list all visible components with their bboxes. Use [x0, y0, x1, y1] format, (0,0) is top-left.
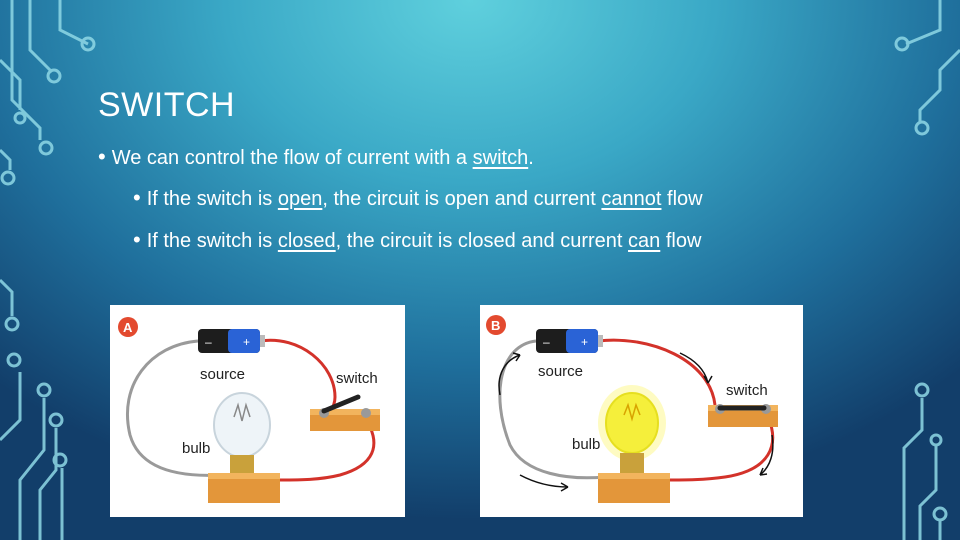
switch-link[interactable]: switch [472, 147, 529, 169]
bullet-3-end: flow [660, 230, 702, 252]
bullet-dot: • [133, 185, 141, 210]
bullet-2-end: flow [661, 188, 703, 210]
label-source: source [538, 363, 583, 380]
open-switch-icon [310, 394, 380, 431]
badge-a [118, 317, 138, 337]
battery-icon: – + [198, 329, 265, 353]
circuit-diagram-closed: – + B source [480, 305, 803, 517]
bullet-2-text: If the switch is [146, 188, 278, 210]
label-switch: switch [726, 382, 768, 399]
bullet-2-mid: , the circuit is open and current [322, 188, 602, 210]
label-bulb: bulb [182, 440, 210, 457]
badge-a-label: A [123, 320, 133, 335]
word-open: open [277, 188, 323, 210]
bullet-dot: • [133, 227, 141, 252]
svg-text:+: + [243, 335, 250, 349]
bullet-1-text: We can control the flow of current with … [111, 147, 473, 169]
bullet-2: •If the switch is open, the circuit is o… [133, 185, 703, 211]
bullet-3-mid: , the circuit is closed and current [335, 230, 629, 252]
bulb-on-icon [598, 385, 670, 503]
badge-b [486, 315, 506, 335]
svg-text:–: – [543, 335, 550, 349]
label-bulb: bulb [572, 436, 600, 453]
bullet-3-text: If the switch is [146, 230, 278, 252]
badge-b-label: B [491, 318, 500, 333]
closed-switch-icon [708, 404, 778, 427]
word-can: can [628, 230, 661, 252]
word-closed: closed [277, 230, 336, 252]
word-cannot: cannot [601, 188, 662, 210]
svg-text:+: + [581, 335, 588, 349]
slide-title: SWITCH [98, 86, 236, 124]
battery-icon: – + [536, 329, 603, 353]
label-source: source [200, 366, 245, 383]
label-switch: switch [336, 370, 378, 387]
bullet-1-end: . [528, 147, 534, 169]
bullet-3: •If the switch is closed, the circuit is… [133, 227, 701, 253]
bullet-1: •We can control the flow of current with… [98, 144, 534, 170]
circuit-diagram-open: – + A source switch [110, 305, 405, 517]
svg-text:–: – [205, 335, 212, 349]
bullet-dot: • [98, 144, 106, 169]
bulb-off-icon [208, 392, 280, 503]
